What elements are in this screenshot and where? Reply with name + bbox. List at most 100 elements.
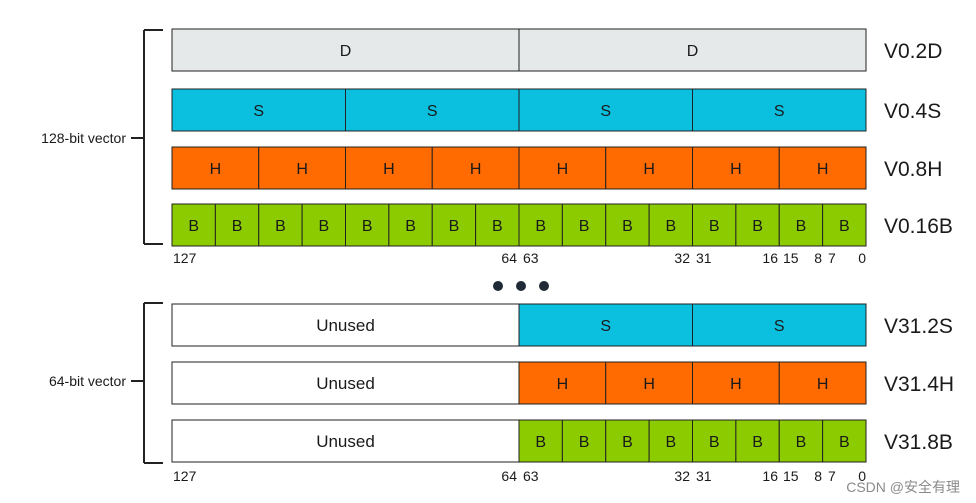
bit-label-0: 0: [858, 468, 866, 484]
lane-label: B: [709, 434, 720, 451]
lane-cell: [518, 146, 607, 190]
lane-label: B: [492, 218, 503, 235]
lane-label: B: [752, 218, 763, 235]
register-name: V0.2D: [884, 40, 942, 63]
lane-cell: [692, 146, 780, 190]
lane-label: B: [232, 218, 243, 235]
lane-cell: [171, 146, 260, 190]
register-name: V31.2S: [884, 315, 953, 338]
bit-label-127: 127: [173, 468, 197, 484]
lane-label: B: [622, 434, 633, 451]
lane-label: B: [796, 218, 807, 235]
bit-label-63: 63: [523, 468, 539, 484]
lane-cell: [171, 203, 216, 247]
lane-label: B: [318, 218, 329, 235]
lane-cell: [778, 203, 824, 247]
bit-label-8: 8: [814, 250, 822, 266]
lane-label: S: [600, 103, 611, 120]
lane-cell: [692, 88, 867, 132]
bit-ruler-top: 127 64 63 32 31 16 15 8 7 0: [173, 250, 866, 266]
lane-cell: [605, 419, 650, 463]
bit-label-16: 16: [762, 468, 778, 484]
lane-label: S: [427, 103, 438, 120]
lane-cell: [605, 146, 693, 190]
lane-label: H: [730, 376, 742, 393]
lane-label: B: [535, 218, 546, 235]
bit-label-64: 64: [501, 250, 517, 266]
lane-cell: [605, 203, 650, 247]
lane-cell: [692, 203, 737, 247]
lane-label: S: [774, 318, 785, 335]
lane-label: H: [296, 161, 308, 178]
separator-ellipsis: [493, 281, 549, 291]
lane-label: B: [535, 434, 546, 451]
bit-label-7: 7: [828, 468, 836, 484]
lane-cell: [648, 419, 693, 463]
group-label-64-bit: 64-bit vector: [49, 373, 126, 389]
lane-cell: [345, 203, 390, 247]
lane-cell: [301, 203, 346, 247]
bit-label-16: 16: [762, 250, 778, 266]
bit-label-127: 127: [173, 250, 197, 266]
unused-label: Unused: [316, 374, 375, 393]
lane-cell: [692, 303, 867, 347]
lane-label: B: [449, 218, 460, 235]
lane-label: H: [643, 376, 655, 393]
lane-cell: [692, 361, 780, 405]
lane-label: B: [665, 218, 676, 235]
group-label-128-bit: 128-bit vector: [41, 130, 126, 146]
lane-label: D: [687, 43, 699, 60]
lane-label: B: [709, 218, 720, 235]
lane-label: H: [817, 161, 829, 178]
lane-cell: [171, 28, 520, 72]
bit-label-8: 8: [814, 468, 822, 484]
lane-cell: [692, 419, 737, 463]
register-name: V0.8H: [884, 158, 942, 181]
lane-label: H: [730, 161, 742, 178]
register-row-v31-2s: Unused S S V31.2S: [171, 303, 953, 347]
register-name: V0.16B: [884, 215, 953, 238]
lane-cell: [214, 203, 260, 247]
lane-label: B: [622, 218, 633, 235]
unused-lane: [171, 361, 520, 405]
lane-cell: [822, 419, 867, 463]
lane-label: S: [600, 318, 611, 335]
lane-label: B: [752, 434, 763, 451]
lane-cell: [475, 203, 520, 247]
lane-label: S: [774, 103, 785, 120]
unused-lane: [171, 303, 520, 347]
lane-label: H: [210, 161, 222, 178]
lane-cell: [518, 419, 563, 463]
lane-label: H: [470, 161, 482, 178]
lane-label: B: [796, 434, 807, 451]
lane-label: H: [643, 161, 655, 178]
lane-cell: [822, 203, 867, 247]
lane-cell: [258, 203, 303, 247]
lane-label: B: [362, 218, 373, 235]
bracket-64-bit: [131, 302, 163, 464]
bit-label-15: 15: [783, 250, 799, 266]
lane-label: B: [665, 434, 676, 451]
bracket-128-bit: [131, 29, 163, 245]
lane-label: H: [817, 376, 829, 393]
lane-cell: [518, 361, 607, 405]
bit-label-31: 31: [696, 250, 712, 266]
bit-label-15: 15: [783, 468, 799, 484]
lane-cell: [778, 419, 824, 463]
lane-cell: [735, 419, 780, 463]
lane-label: B: [405, 218, 416, 235]
lane-label: B: [839, 434, 850, 451]
lane-label: H: [557, 376, 569, 393]
lane-cell: [345, 146, 433, 190]
lane-label: H: [383, 161, 395, 178]
unused-lane: [171, 419, 520, 463]
lane-label: B: [579, 434, 590, 451]
lane-label: B: [579, 218, 590, 235]
unused-label: Unused: [316, 316, 375, 335]
watermark-text: CSDN @安全有理: [846, 479, 960, 495]
